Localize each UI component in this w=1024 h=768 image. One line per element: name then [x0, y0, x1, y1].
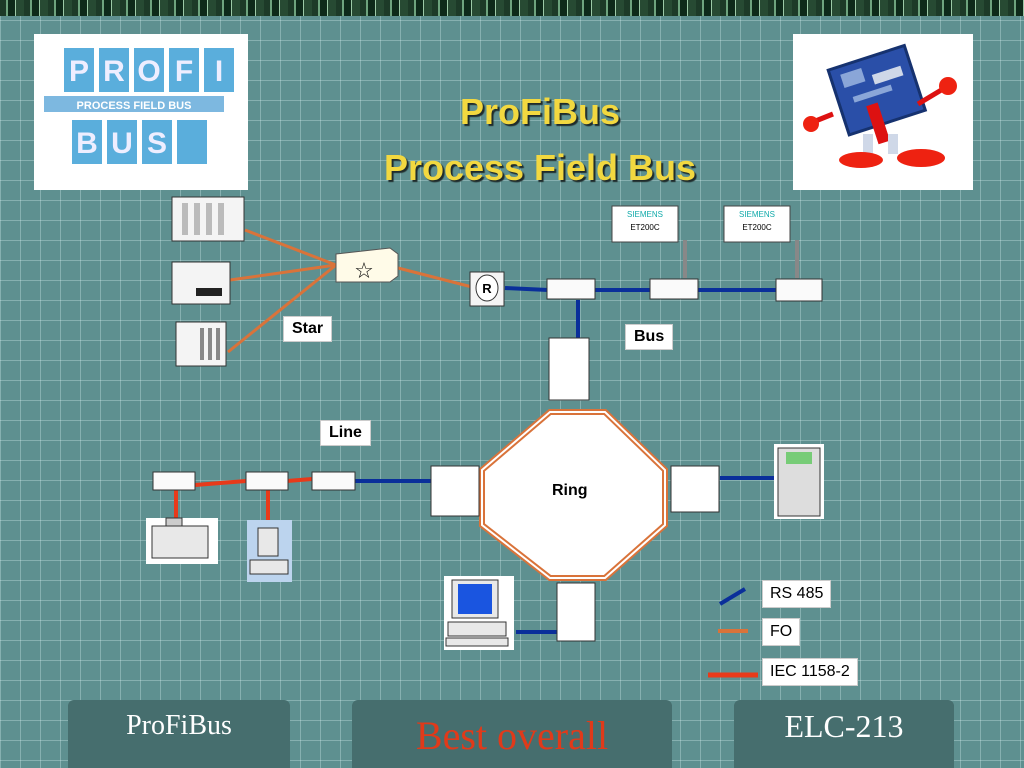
io-module-device [175, 321, 227, 367]
svg-text:ET200C: ET200C [742, 223, 772, 232]
slide-title: ProFiBus Process Field Bus [300, 84, 780, 196]
svg-text:☆: ☆ [354, 259, 374, 284]
et200c-module-2: SIEMENS ET200C [723, 205, 791, 243]
svg-text:U: U [111, 127, 133, 160]
pcb-border-strip [0, 0, 1024, 16]
legend-fo: FO [762, 618, 801, 646]
plc-rack-device [171, 196, 245, 242]
title-line-1: ProFiBus [459, 91, 620, 132]
svg-text:R: R [482, 281, 492, 296]
logo-middle-text: PROCESS FIELD BUS [77, 100, 192, 112]
title-line-2: Process Field Bus [383, 147, 697, 188]
robot-mascot-image [793, 34, 973, 190]
ring-link-modules [430, 337, 720, 642]
label-line: Line [320, 420, 371, 446]
profibus-logo: P R O F I PROCESS FIELD BUS B U S [34, 34, 248, 190]
legend-rs485: RS 485 [762, 580, 832, 608]
svg-text:ET200C: ET200C [630, 223, 660, 232]
legend-rs485-line [718, 587, 747, 606]
svg-text:SIEMENS: SIEMENS [627, 210, 663, 219]
valve-device [247, 520, 292, 582]
footer-left-text: ProFiBus [126, 710, 232, 741]
label-star: Star [283, 316, 333, 342]
repeater-device: R [469, 271, 505, 307]
legend-iec: IEC 1158-2 [762, 658, 858, 686]
line-connectors [152, 471, 356, 491]
star-coupler: ☆ [335, 247, 399, 284]
svg-text:SIEMENS: SIEMENS [739, 210, 775, 219]
footer-right: ELC-213 [734, 700, 954, 768]
star-links [227, 228, 473, 354]
operator-panel-device [774, 444, 824, 519]
footer-center-text: Best overall [415, 713, 609, 758]
footer-center: Best overall [352, 700, 672, 768]
label-ring: Ring [552, 482, 588, 499]
motor-device [146, 517, 218, 564]
bus-connectors [546, 278, 823, 302]
bus-links [355, 286, 776, 634]
svg-text:F: F [175, 55, 193, 88]
label-bus: Bus [625, 324, 674, 350]
svg-text:R: R [103, 55, 125, 88]
svg-text:I: I [215, 55, 223, 88]
footer-right-text: ELC-213 [784, 708, 904, 744]
svg-text:B: B [76, 127, 98, 160]
et200c-module-1: SIEMENS ET200C [611, 205, 679, 243]
svg-text:S: S [147, 127, 167, 160]
controller-device [171, 261, 231, 305]
pc-workstation [444, 576, 514, 650]
line-links [174, 477, 313, 520]
footer-left: ProFiBus [68, 700, 290, 768]
svg-text:O: O [137, 55, 160, 88]
svg-text:P: P [69, 55, 89, 88]
